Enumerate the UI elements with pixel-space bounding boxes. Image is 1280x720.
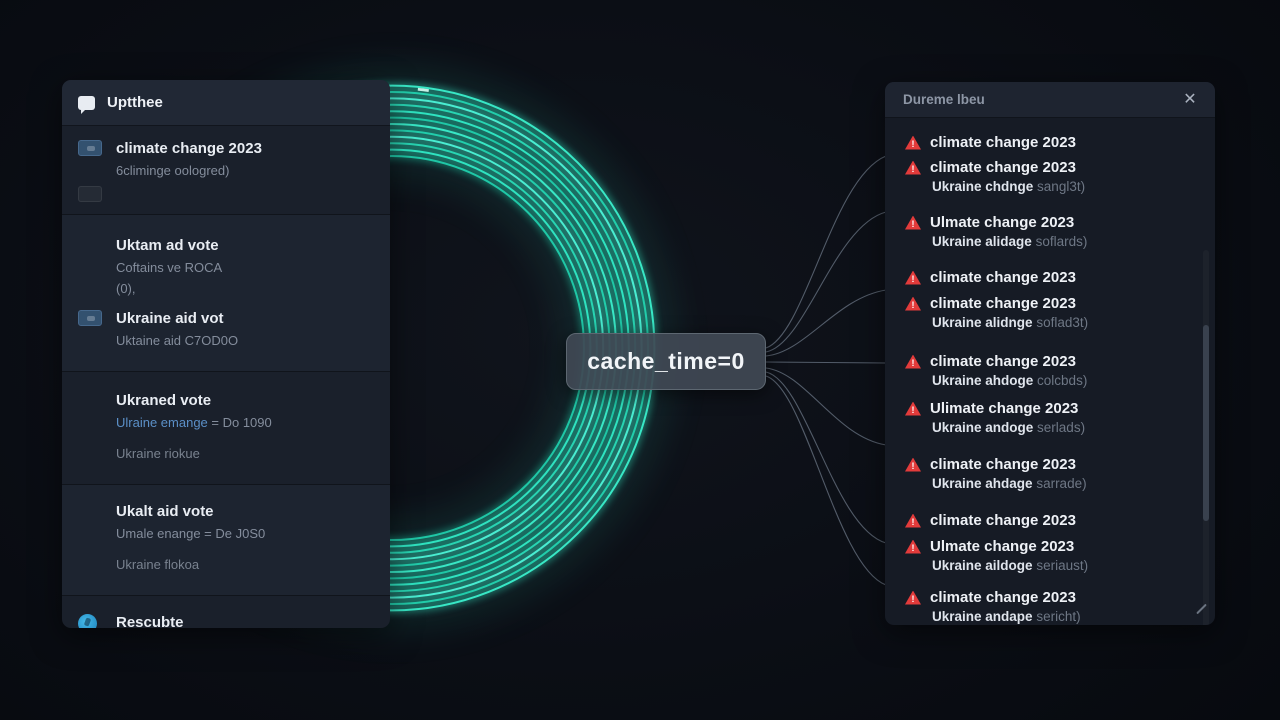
item-subtitle: 6climinge oologred) — [116, 163, 230, 178]
right-panel-title: Dureme lbeu — [903, 92, 985, 107]
list-item[interactable]: Ulmate change 2023 Ukraine alidage sofla… — [905, 211, 1189, 254]
cache-time-node[interactable]: cache_time=0 — [566, 333, 766, 390]
item-subtitle: Uktaine aid C7OD0O — [116, 333, 239, 348]
list-item[interactable]: Ulmate change 2023 Ukraine aildoge seria… — [905, 535, 1189, 578]
chip-icon — [78, 310, 102, 326]
chat-square-icon — [78, 95, 95, 114]
result-circle-icon — [78, 614, 97, 628]
item-title: Rescubte — [116, 614, 184, 628]
right-panel-list: climate change 2023 climate change 2023 … — [885, 118, 1215, 625]
warning-icon — [905, 270, 921, 285]
left-panel-title: Uptthee — [107, 94, 163, 111]
list-item[interactable]: climate change 2023 Ukraine chdnge sangl… — [905, 156, 1189, 199]
warning-icon — [905, 457, 921, 472]
item-subtitle-2: (0), — [116, 281, 136, 296]
item-link[interactable]: Ulraine emange — [116, 415, 208, 430]
item-title: Ukalt aid vote — [116, 503, 214, 520]
item-subtitle: Umale enange = De J0S0 — [116, 526, 266, 541]
item-title: climate change 2023 — [116, 140, 262, 157]
list-item[interactable]: climate change 2023 — [905, 131, 1189, 154]
list-item[interactable]: Ukraned vote Ulraine emange = Do 1090 Uk… — [62, 372, 390, 485]
list-item[interactable]: Ukalt aid vote Umale enange = De J0S0 Uk… — [62, 485, 390, 596]
left-panel: Uptthee climate change 2023 6climinge oo… — [62, 80, 390, 628]
list-item[interactable]: Rescubte chai hnrouarge 202j Ukraine ers… — [62, 596, 390, 628]
right-panel: Dureme lbeu ✕ climate change 2023 climat… — [885, 82, 1215, 625]
warning-icon — [905, 296, 921, 311]
close-icon[interactable]: ✕ — [1183, 90, 1197, 108]
list-item[interactable]: climate change 2023 Ukraine alidnge sofl… — [905, 292, 1189, 335]
resize-handle-icon[interactable] — [1195, 603, 1207, 615]
list-item[interactable]: Ulimate change 2023 Ukraine andoge serla… — [905, 397, 1189, 440]
item-subtitle-2: Ukraine flokoa — [116, 557, 200, 572]
list-item[interactable]: climate change 2023 Ukraine ahdage sarra… — [905, 453, 1189, 496]
warning-icon — [905, 590, 921, 605]
warning-icon — [905, 513, 921, 528]
chip-faint-icon — [78, 186, 102, 202]
cache-time-label: cache_time=0 — [587, 348, 745, 374]
item-subtitle-2: Ukraine riokue — [116, 446, 200, 461]
warning-icon — [905, 539, 921, 554]
warning-icon — [905, 401, 921, 416]
list-item[interactable]: climate change 2023 Ukraine andape seric… — [905, 586, 1189, 625]
warning-icon — [905, 354, 921, 369]
warning-icon — [905, 135, 921, 150]
list-item[interactable]: climate change 2023 6climinge oologred) — [62, 126, 390, 215]
right-panel-header: Dureme lbeu ✕ — [885, 82, 1215, 118]
list-item[interactable]: climate change 2023 — [905, 266, 1189, 289]
left-panel-header: Uptthee — [62, 80, 390, 126]
list-item[interactable]: Uktam ad vote Coftains ve ROCA (0), Ukra… — [62, 215, 390, 372]
scrollbar-thumb[interactable] — [1203, 325, 1209, 521]
chip-icon — [78, 140, 102, 156]
warning-icon — [905, 215, 921, 230]
item-title: Uktam ad vote — [116, 237, 219, 254]
item-title: Ukraine aid vot — [116, 310, 224, 327]
list-item[interactable]: climate change 2023 Ukraine ahdoge colcb… — [905, 350, 1189, 393]
item-subtitle: Coftains ve ROCA — [116, 260, 223, 275]
item-subtitle: Ulraine emange = Do 1090 — [116, 415, 272, 430]
list-item[interactable]: climate change 2023 — [905, 509, 1189, 532]
item-title: Ukraned vote — [116, 392, 212, 409]
warning-icon — [905, 160, 921, 175]
